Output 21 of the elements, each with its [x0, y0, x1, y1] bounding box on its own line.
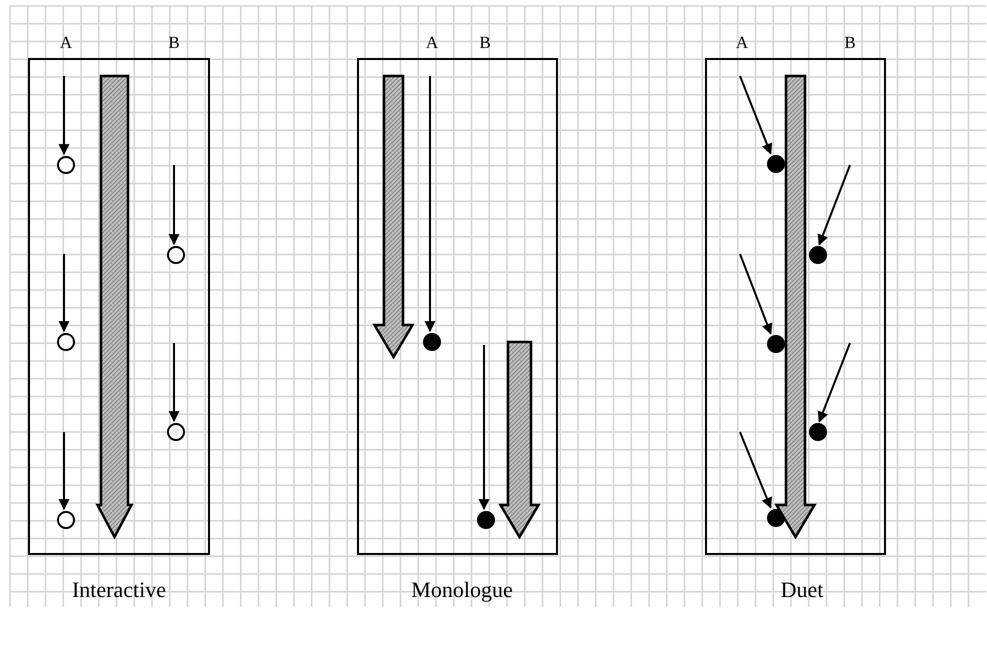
- panel-caption: Interactive: [72, 579, 166, 601]
- arrow: [58, 76, 70, 156]
- arrow: [739, 432, 772, 509]
- arrow: [818, 342, 851, 423]
- arrow: [739, 76, 772, 155]
- column-label: B: [479, 34, 491, 51]
- column-label: A: [736, 34, 748, 51]
- panel-caption: Duet: [780, 579, 824, 601]
- arrow: [58, 254, 70, 332]
- arrow: [424, 76, 436, 332]
- column-label: B: [844, 34, 856, 51]
- arrow: [168, 165, 180, 246]
- arrow: [739, 254, 772, 335]
- arrow: [58, 432, 70, 510]
- arrow: [168, 343, 180, 422]
- arrow: [478, 345, 490, 510]
- arrow: [818, 164, 851, 246]
- column-label: A: [426, 34, 438, 51]
- panel-caption: Monologue: [411, 579, 513, 601]
- column-label: A: [60, 34, 72, 51]
- column-label: B: [168, 34, 180, 51]
